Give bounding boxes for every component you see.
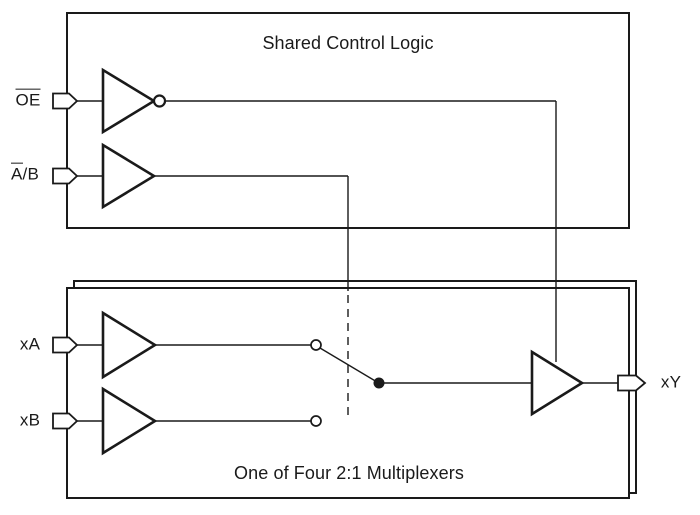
gates — [101, 67, 585, 456]
xa-input-pin — [52, 336, 79, 354]
shared-control-logic-title: Shared Control Logic — [262, 33, 434, 54]
ab-label-rest: /B — [22, 164, 40, 184]
oe-label-overlined: OE — [15, 88, 41, 110]
ab-label-overlined: A — [10, 162, 23, 184]
output-buffer — [530, 349, 585, 417]
oe-input-pin — [52, 92, 79, 110]
pins — [52, 92, 647, 430]
wires — [76, 100, 620, 422]
xa-buffer — [101, 310, 158, 380]
ab-label: A/B — [10, 162, 40, 185]
xy-output-pin — [617, 374, 647, 392]
oe-label: OE — [15, 88, 41, 111]
ab-input-pin — [52, 167, 79, 185]
junction-dot — [373, 377, 385, 389]
xa-label: xA — [19, 334, 41, 354]
xb-input-pin — [52, 412, 79, 430]
xb-label: xB — [19, 410, 41, 430]
mux-caption: One of Four 2:1 Multiplexers — [234, 463, 464, 484]
switch-contact-a — [310, 339, 322, 351]
xb-buffer — [101, 386, 158, 456]
oe-inverter — [101, 67, 157, 135]
oe-inverter-bubble — [152, 94, 167, 108]
ab-buffer — [101, 142, 157, 210]
switch-contact-b — [310, 415, 322, 427]
switch-blade — [319, 347, 378, 383]
xy-label: xY — [660, 372, 682, 392]
